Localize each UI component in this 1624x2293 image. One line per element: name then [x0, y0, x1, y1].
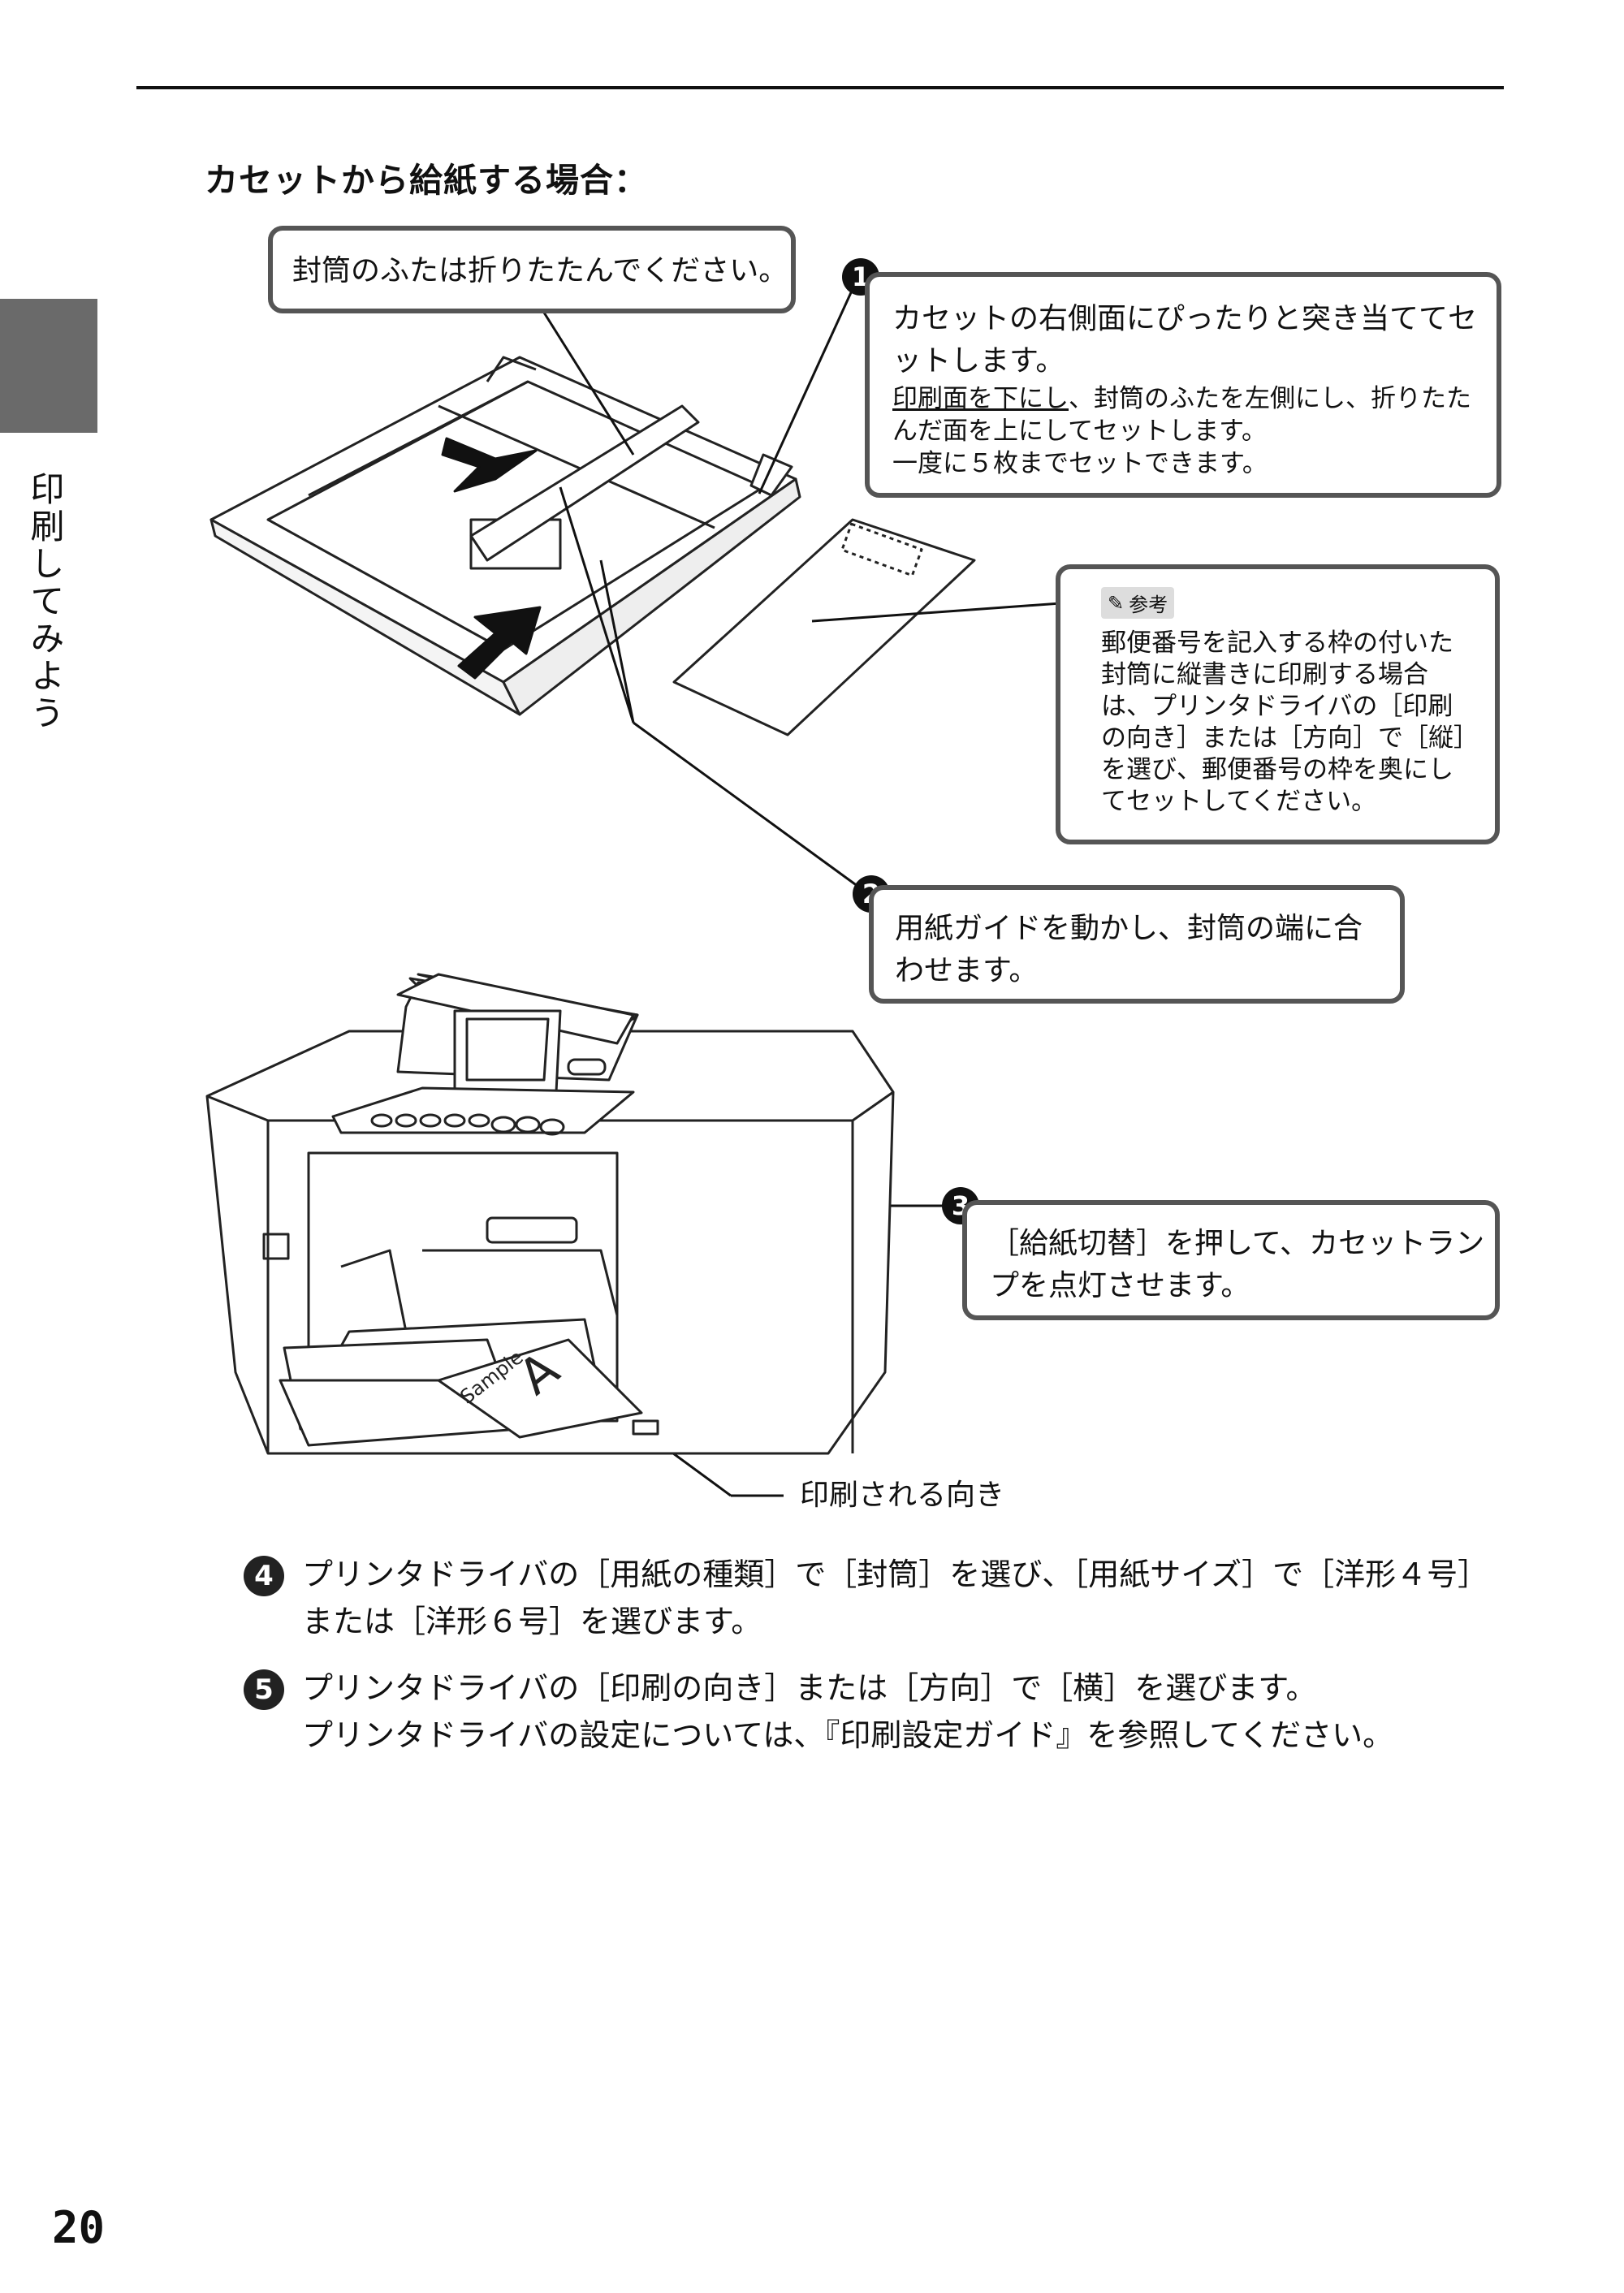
step-5-line2: プリンタドライバの設定については、『印刷設定ガイド』を参照してください。 [302, 1717, 1394, 1753]
control-buttons [370, 1113, 565, 1136]
envelope-drawing [672, 518, 976, 736]
section-heading: カセットから給紙する場合： [205, 161, 648, 200]
side-tab-marker [0, 299, 97, 433]
step-1-title: カセットの右側面にぴったりと突き当ててセットします。 [892, 302, 1478, 378]
step-1-detail-underlined: 印刷面を下にし [892, 384, 1069, 413]
reference-tag-label: 参考 [1129, 594, 1168, 616]
reference-tag: ✎参考 [1101, 587, 1175, 619]
step-5: プリンタドライバの［印刷の向き］または［方向］で［横］を選びます。 プリンタドラ… [302, 1665, 1512, 1759]
callout-flap-note: 封筒のふたは折りたたんでください。 [268, 226, 796, 313]
paperclip-icon: ✎ [1108, 591, 1125, 615]
step-4: プリンタドライバの［用紙の種類］で［封筒］を選び、［用紙サイズ］で［洋形４号］ … [302, 1551, 1512, 1645]
callout-step-1: カセットの右側面にぴったりと突き当ててセットします。 印刷面を下にし、封筒のふた… [865, 272, 1501, 498]
callout-reference: ✎参考 郵便番号を記入する枠の付いた封筒に縦書きに印刷する場合は、プリンタドライ… [1056, 564, 1500, 844]
step-1-detail-rest: 、封筒のふたを左側にし、折りたたんだ面を上にしてセットします。 [892, 384, 1471, 446]
step-4-line2: または［洋形６号］を選びます。 [302, 1604, 762, 1639]
side-chapter-label: 印刷してみよう [25, 471, 65, 732]
step-5-badge: 5 [244, 1669, 284, 1710]
step-3-text: ［給紙切替］を押して、カセットランプを点灯させます。 [990, 1227, 1485, 1302]
step-4-line1: プリンタドライバの［用紙の種類］で［封筒］を選び、［用紙サイズ］で［洋形４号］ [302, 1557, 1489, 1592]
callout-step-3: ［給紙切替］を押して、カセットランプを点灯させます。 [962, 1200, 1500, 1320]
print-direction-label: 印刷される向き [800, 1479, 1005, 1512]
step-1-detail: 印刷面を下にし、封筒のふたを左側にし、折りたたんだ面を上にしてセットします。 一… [892, 382, 1485, 480]
callout-step-2: 用紙ガイドを動かし、封筒の端に合わせます。 [869, 885, 1405, 1004]
flap-note-text: 封筒のふたは折りたたんでください。 [292, 254, 788, 287]
page-number: 20 [52, 2202, 106, 2253]
top-rule [136, 86, 1504, 89]
reference-text: 郵便番号を記入する枠の付いた封筒に縦書きに印刷する場合は、プリンタドライバの［印… [1101, 628, 1466, 816]
paper-cassette-drawing [209, 356, 801, 716]
step-1-detail-line3: 一度に５枚までセットできます。 [892, 449, 1268, 478]
step-2-text: 用紙ガイドを動かし、封筒の端に合わせます。 [895, 912, 1363, 987]
step-5-line1: プリンタドライバの［印刷の向き］または［方向］で［横］を選びます。 [302, 1670, 1317, 1706]
step-4-badge: 4 [244, 1556, 284, 1596]
insert-arrows [441, 437, 542, 680]
printer-drawing [205, 973, 895, 1455]
